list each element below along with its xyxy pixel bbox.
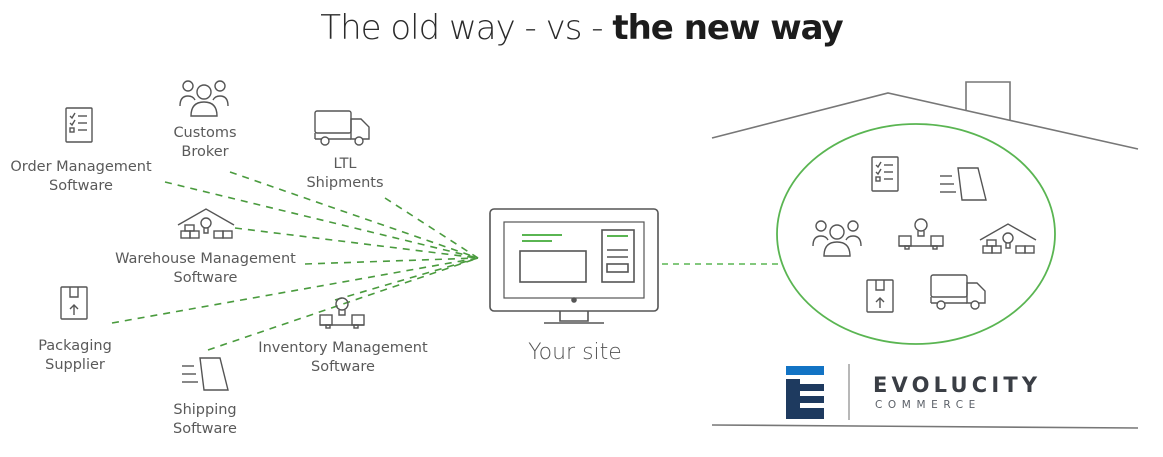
checklist-icon: [65, 107, 93, 143]
label-packaging-supplier: Packaging Supplier: [38, 338, 112, 373]
connection-lines: [111, 171, 479, 351]
inventory-icon: [319, 297, 365, 329]
box-icon: [60, 286, 88, 320]
brand-name: EVOLUCITY: [873, 373, 1042, 397]
label-shipping-software: Shipping Software: [173, 402, 237, 437]
evolucity-logo-icon: [786, 364, 850, 420]
truck-icon: [314, 110, 370, 146]
people-icon: [179, 80, 229, 117]
monitor-icon: [489, 208, 659, 324]
shipping-label-icon: [939, 167, 987, 201]
warehouse-icon: [979, 223, 1037, 254]
label-inventory-management: Inventory Management Software: [258, 340, 428, 375]
title-new-way: the new way: [612, 8, 843, 48]
house-outline: [711, 81, 1139, 429]
box-icon: [866, 279, 894, 313]
truck-icon: [930, 274, 986, 310]
page-title: The old way - vs - the new way: [0, 8, 1163, 48]
inventory-icon: [898, 218, 944, 250]
label-order-management: Order Management Software: [10, 159, 152, 194]
title-old-way: The old way - vs -: [320, 8, 613, 48]
shipping-label-icon: [181, 357, 229, 391]
warehouse-icon: [177, 208, 235, 239]
label-ltl-shipments: LTL Shipments: [306, 156, 384, 191]
your-site-label: Your site: [528, 340, 622, 365]
people-icon: [812, 220, 862, 257]
checklist-icon: [871, 156, 899, 192]
new-way-circle: [776, 123, 1056, 345]
label-warehouse-management: Warehouse Management Software: [115, 251, 296, 286]
label-customs-broker: Customs Broker: [173, 125, 237, 160]
brand-subtitle: COMMERCE: [875, 399, 981, 411]
